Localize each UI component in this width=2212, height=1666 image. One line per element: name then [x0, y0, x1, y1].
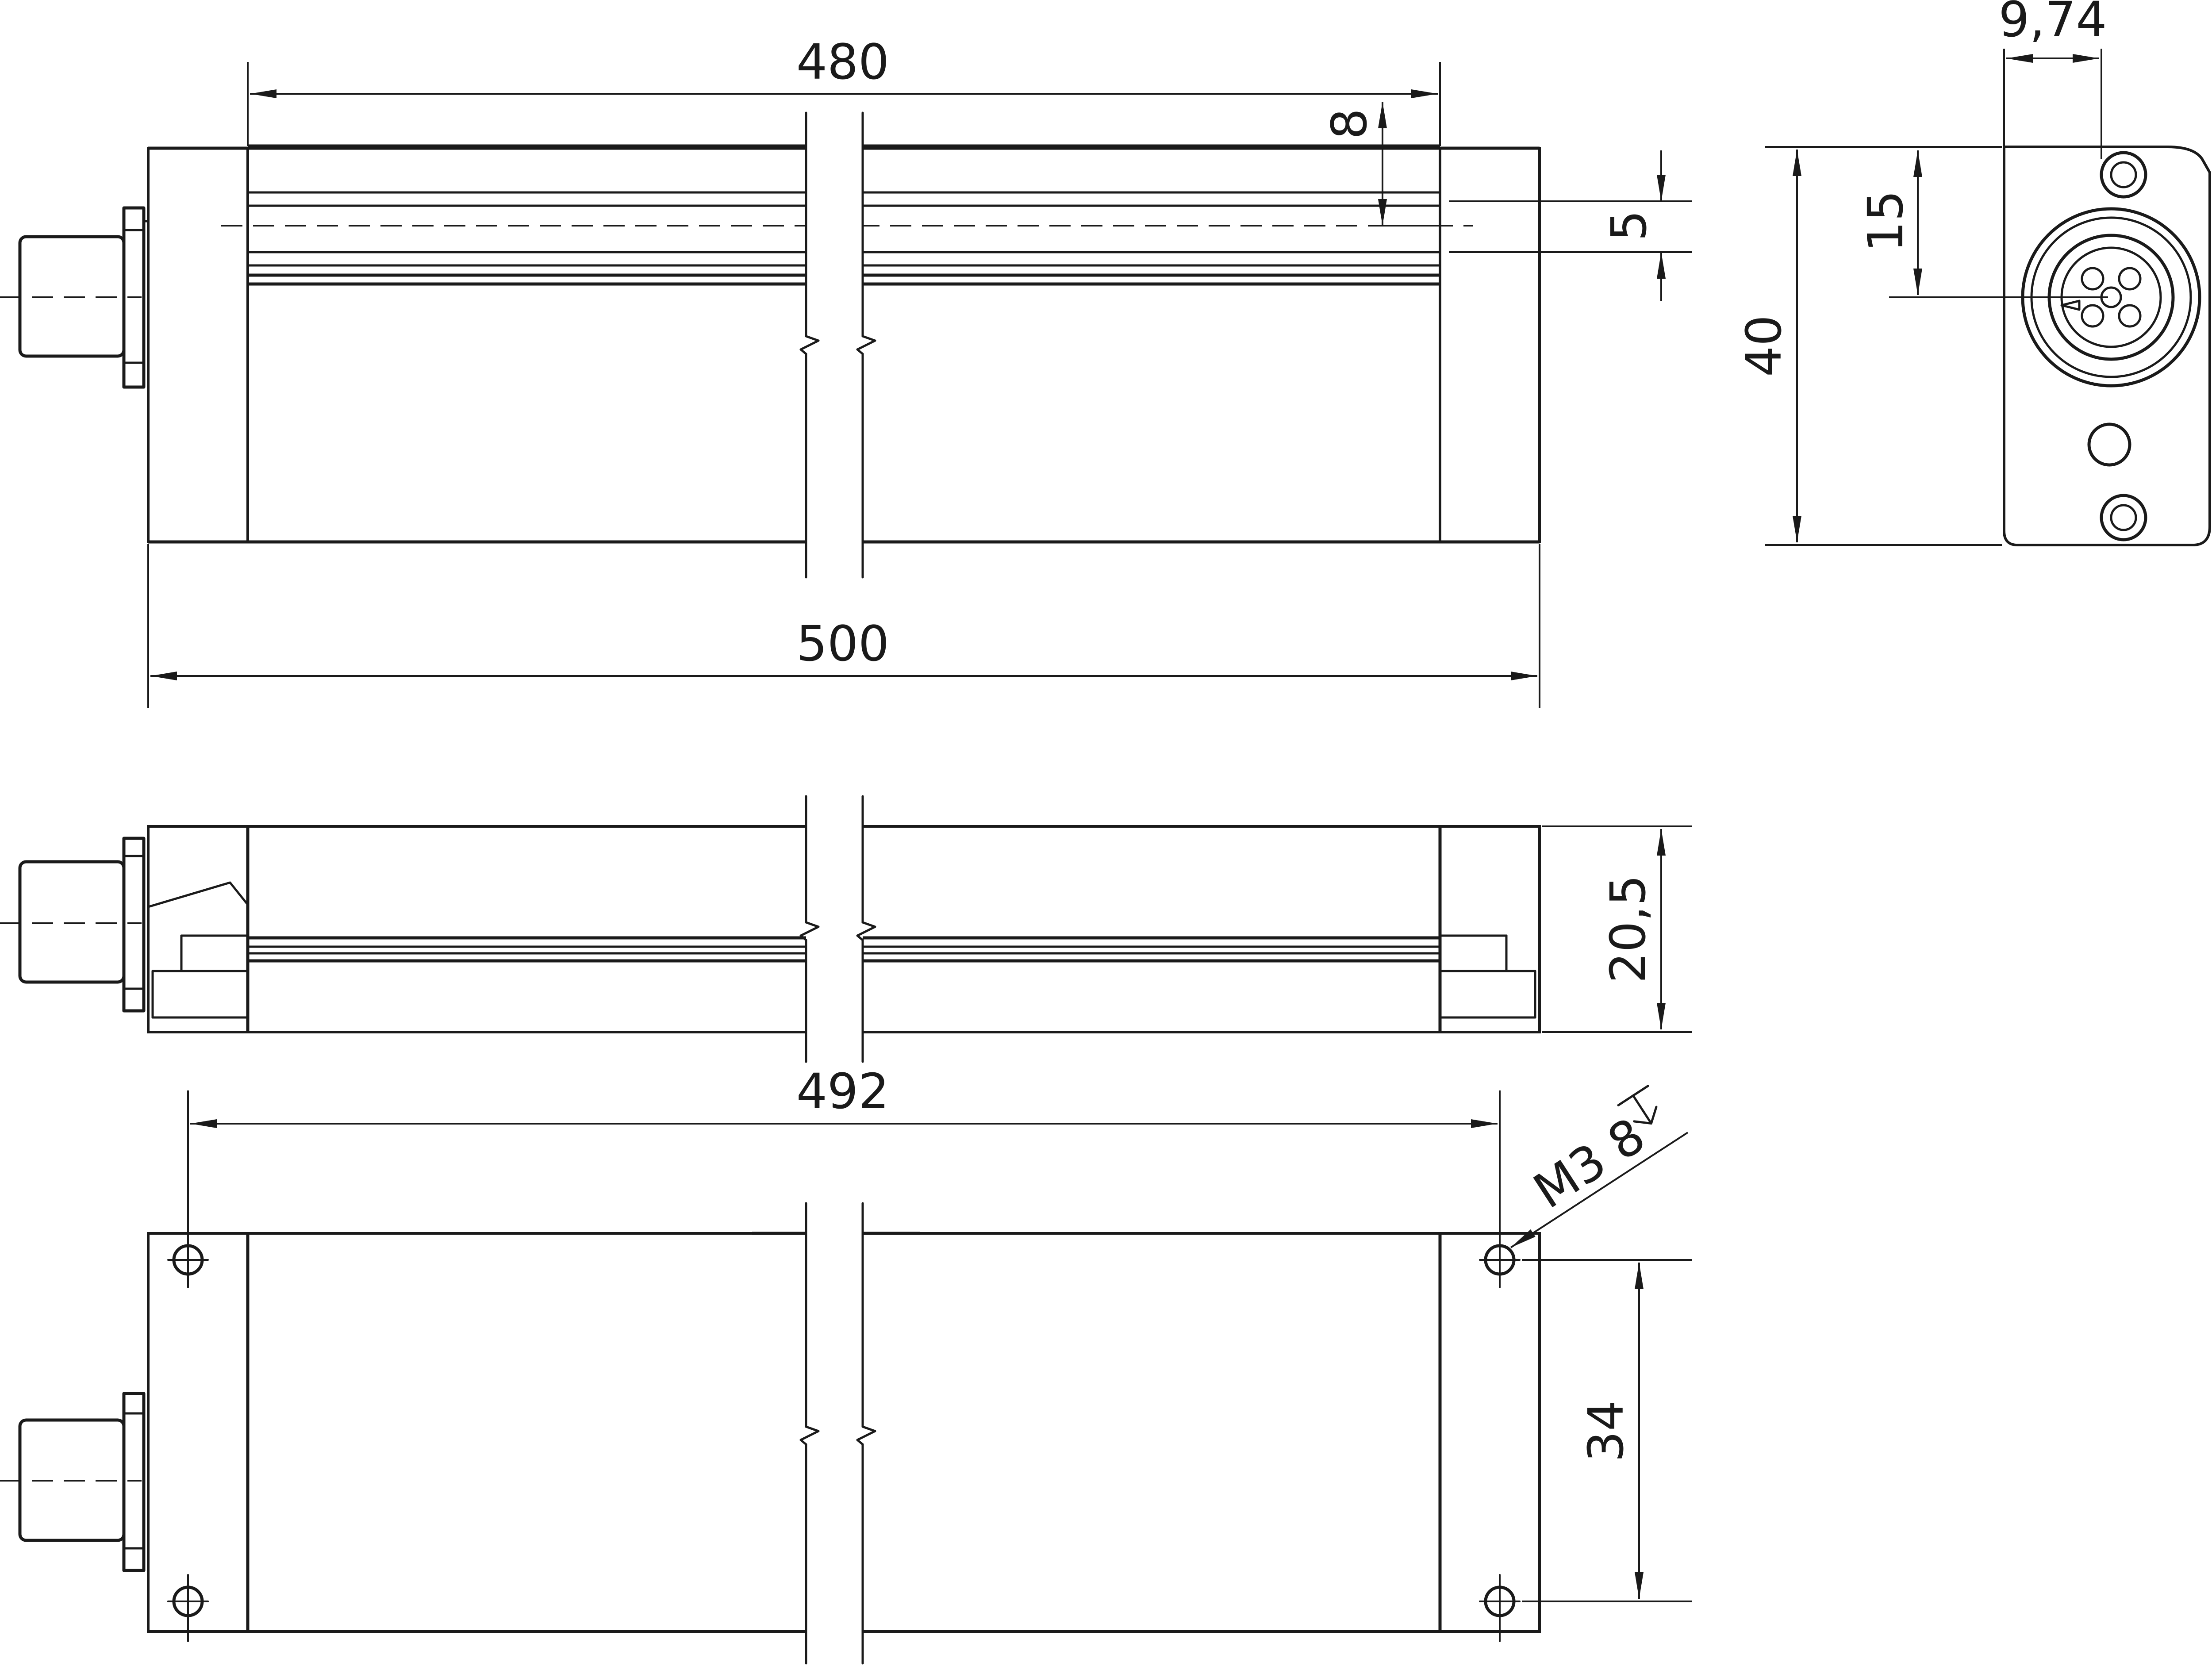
dim-side-height: 20,5: [1542, 825, 1692, 1033]
dim-profile-offset: 8: [1321, 102, 1442, 226]
dim-hole-spacing-width-label: 34: [1578, 1400, 1634, 1462]
right-end-cap: [1439, 147, 1541, 543]
left-end-cap: [147, 147, 249, 543]
thread-callout-label: M3 8: [1524, 1107, 1655, 1219]
dim-top-length-label: 480: [796, 34, 889, 90]
dim-hole-spacing-length: 492: [187, 1063, 1501, 1259]
side-view: [0, 792, 1541, 1066]
bottom-break-icon: [752, 1199, 920, 1665]
end-bottom-hole: [2100, 494, 2147, 541]
dim-side-height-label: 20,5: [1600, 875, 1656, 983]
end-top-hole: [2100, 151, 2147, 199]
mounting-hole-top-right: [1479, 1233, 1521, 1288]
dim-connector-offset-label: 15: [1857, 190, 1914, 252]
thread-callout: M3 8: [1510, 1085, 1689, 1248]
mounting-hole-bottom-left: [167, 1574, 209, 1642]
bottom-connector-icon: [18, 1392, 146, 1572]
side-break-icon: [752, 792, 920, 1066]
dim-end-width-label: 9,74: [1999, 0, 2107, 48]
dim-slot-width: 5: [1449, 150, 1692, 301]
dim-top-length: 480: [247, 34, 1441, 146]
break-line-icon: [799, 106, 876, 584]
dim-overall-length-label: 500: [796, 615, 889, 672]
depth-symbol-icon: [1617, 1085, 1658, 1125]
bottom-view: [0, 1199, 1541, 1665]
mounting-hole-top-left: [167, 1233, 209, 1288]
side-connector-icon: [18, 837, 146, 1013]
dim-connector-offset: 15: [1857, 150, 1922, 295]
end-middle-hole: [2087, 422, 2131, 467]
dim-overall-length: 500: [147, 544, 1540, 708]
mounting-hole-bottom-right: [1479, 1574, 1521, 1642]
dim-hole-spacing-width: 34: [1522, 1259, 1692, 1602]
dim-hole-spacing-length-label: 492: [796, 1063, 889, 1120]
top-view: [0, 106, 1541, 584]
dim-end-width: 9,74: [1999, 0, 2107, 159]
dim-slot-width-label: 5: [1601, 210, 1657, 241]
end-view: [1889, 146, 2211, 546]
dim-height: 40: [1736, 146, 2002, 546]
dim-height-label: 40: [1736, 315, 1792, 377]
dim-profile-offset-label: 8: [1321, 108, 1378, 139]
